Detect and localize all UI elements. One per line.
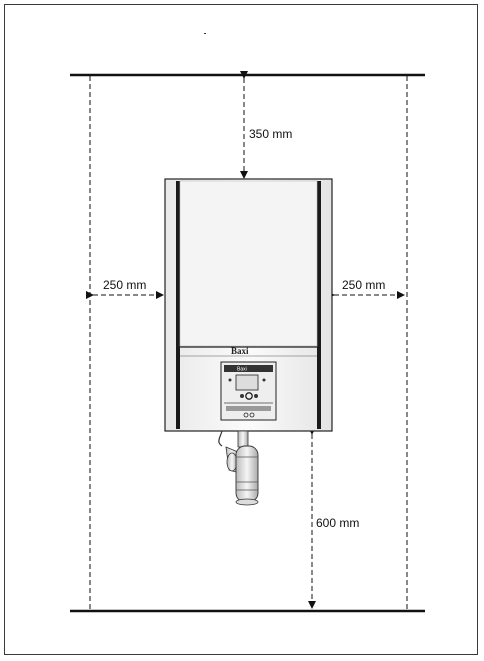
side-fitting (226, 452, 238, 472)
control-button-right (254, 394, 258, 398)
selector-knob (245, 392, 253, 400)
control-panel: Baxi (220, 361, 277, 421)
indicator-light-left (228, 378, 232, 382)
indicator-light-right (262, 378, 266, 382)
siphon-body (235, 445, 259, 503)
lcd-display (235, 374, 259, 391)
top-dimension-label: 350 mm (249, 127, 292, 141)
right-side-stripe (317, 181, 321, 429)
pressure-gauge-left (243, 412, 249, 418)
control-button-left (240, 394, 244, 398)
pressure-gauge-right (249, 412, 255, 418)
siphon-base (235, 498, 259, 506)
pipe-assembly (218, 430, 259, 506)
boiler-unit: Baxi Baxi (164, 178, 333, 432)
bottom-dimension-label: 600 mm (316, 516, 359, 530)
pipe-connector (237, 430, 249, 448)
brand-plate: Baxi (231, 346, 249, 356)
right-dimension-label: 250 mm (342, 278, 385, 292)
pipe-hook (218, 430, 223, 447)
display-brand: Baxi (237, 367, 247, 373)
control-panel-header (224, 365, 273, 372)
control-strip (226, 406, 271, 411)
top-mark (204, 33, 206, 34)
page-frame (4, 4, 478, 655)
front-panel (179, 180, 318, 347)
left-side-stripe (176, 181, 180, 429)
left-dimension-label: 250 mm (103, 278, 146, 292)
